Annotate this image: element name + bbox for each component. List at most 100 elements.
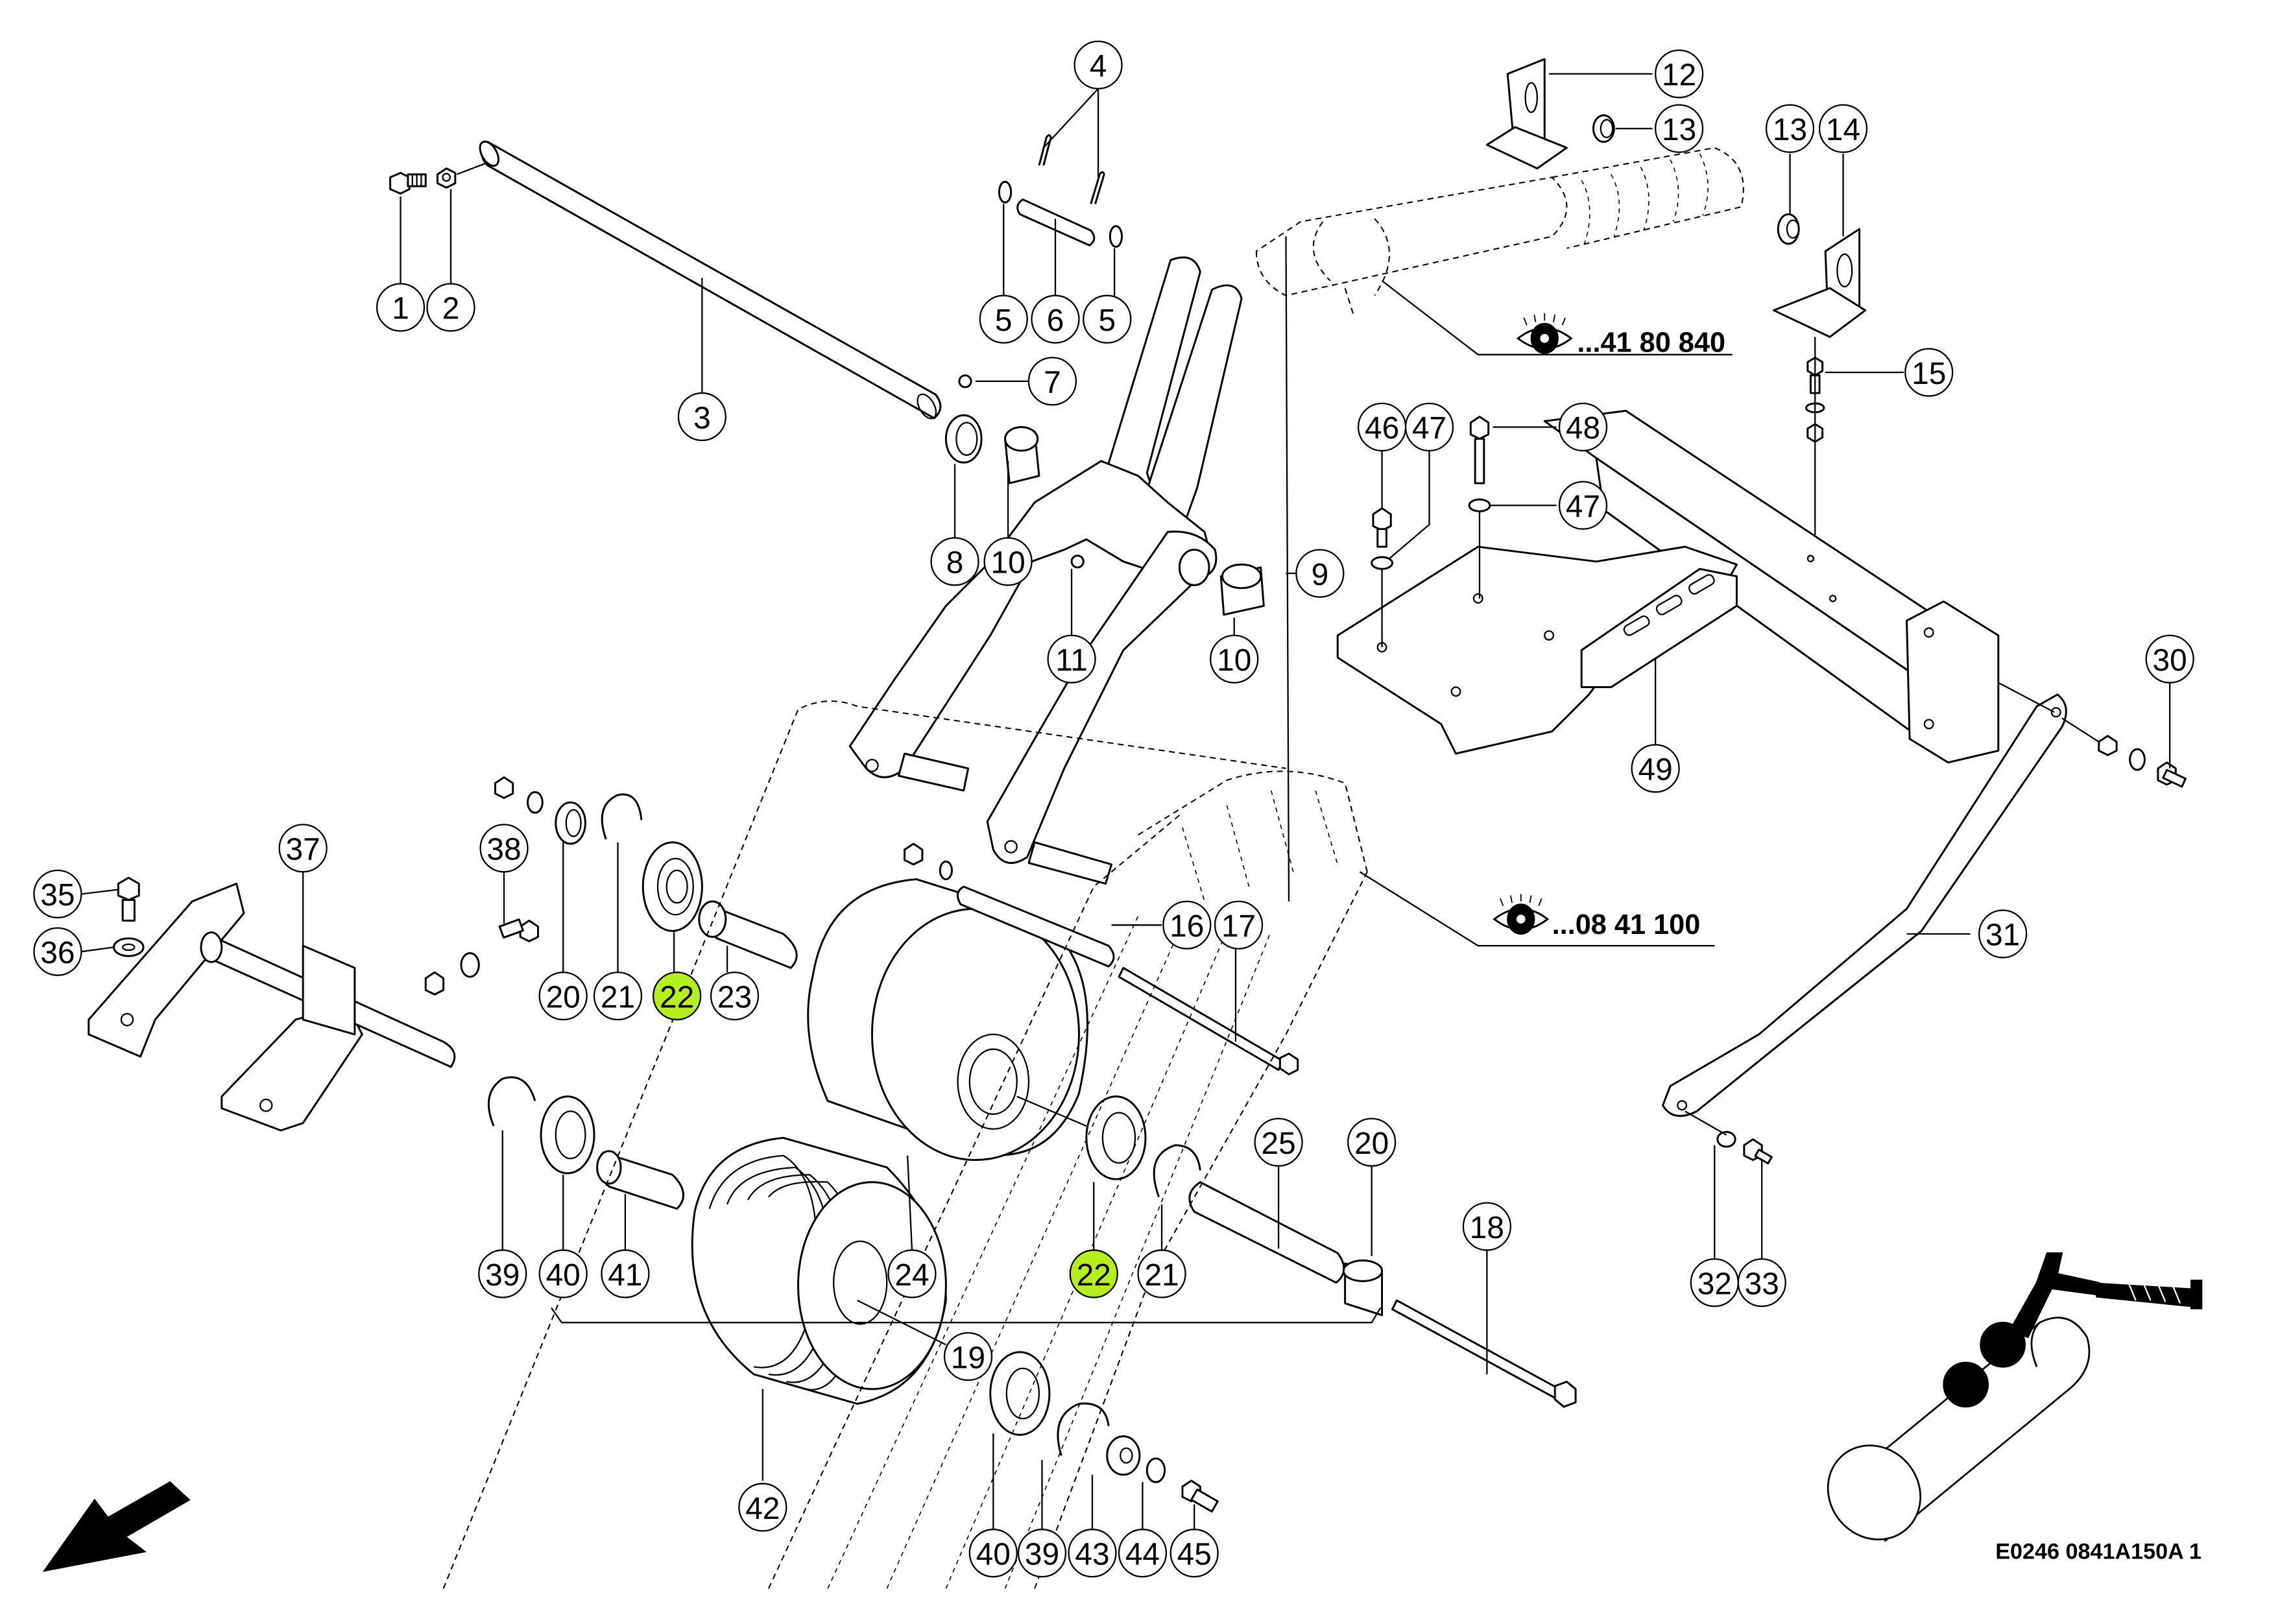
callout-6[interactable]: 6 — [1031, 294, 1080, 344]
callout-circle — [1069, 1249, 1118, 1298]
callout-21[interactable]: 21 — [593, 972, 643, 1021]
callout-45[interactable]: 45 — [1169, 1529, 1219, 1578]
callout-circle — [1904, 348, 1954, 397]
callout-label: 2 — [442, 292, 460, 326]
callout-9[interactable]: 9 — [1295, 549, 1345, 598]
callout-label: 6 — [1047, 304, 1064, 338]
shaft-part-3 — [479, 140, 942, 420]
washer-part-43 — [1106, 1435, 1141, 1476]
callout-44[interactable]: 44 — [1118, 1529, 1168, 1578]
callout-11[interactable]: 11 — [1047, 634, 1096, 684]
callout-40[interactable]: 40 — [538, 1249, 588, 1298]
callout-14[interactable]: 14 — [1818, 104, 1868, 153]
callout-30[interactable]: 30 — [2145, 634, 2194, 684]
washer-part-44 — [1146, 1457, 1166, 1483]
frame-part-49 — [1336, 409, 2000, 764]
callout-label: 19 — [951, 1341, 985, 1375]
callout-label: 9 — [1312, 558, 1329, 592]
callout-13[interactable]: 13 — [1765, 104, 1815, 153]
callout-36[interactable]: 36 — [33, 927, 82, 976]
callout-20[interactable]: 20 — [538, 972, 588, 1021]
callout-circle — [1118, 1529, 1168, 1578]
callout-5[interactable]: 5 — [1083, 294, 1132, 344]
callout-16[interactable]: 16 — [1162, 900, 1212, 949]
callout-13[interactable]: 13 — [1655, 104, 1704, 153]
callout-7[interactable]: 7 — [1027, 357, 1077, 406]
washer-part — [939, 860, 953, 881]
circlip-part-21a — [601, 793, 643, 840]
bolt-part-48 — [1469, 416, 1490, 484]
callout-10[interactable]: 10 — [1210, 634, 1259, 684]
callout-49[interactable]: 49 — [1631, 744, 1680, 793]
callout-circle — [479, 824, 529, 873]
lever-arm-part-9 — [848, 256, 1243, 885]
callout-label: 43 — [1075, 1537, 1109, 1571]
callout-33[interactable]: 33 — [1737, 1258, 1786, 1308]
callout-47[interactable]: 47 — [1404, 402, 1454, 452]
callout-20[interactable]: 20 — [1347, 1117, 1397, 1167]
callout-37[interactable]: 37 — [278, 824, 328, 873]
sleeve-part-25 — [1188, 1181, 1345, 1284]
callout-43[interactable]: 43 — [1068, 1529, 1117, 1578]
callout-31[interactable]: 31 — [1978, 909, 2028, 959]
washer-part-5a — [998, 180, 1013, 204]
callout-41[interactable]: 41 — [601, 1249, 650, 1298]
callout-24[interactable]: 24 — [887, 1249, 937, 1298]
callout-15[interactable]: 15 — [1904, 348, 1954, 397]
callout-39[interactable]: 39 — [478, 1249, 527, 1298]
callout-17[interactable]: 17 — [1214, 900, 1264, 949]
callout-4[interactable]: 4 — [1074, 40, 1123, 90]
callout-circle — [943, 1332, 993, 1381]
callout-circle — [1047, 634, 1096, 684]
callout-circle — [653, 972, 702, 1021]
grooved-pulley-part-42 — [691, 1136, 947, 1405]
callout-label: 22 — [1077, 1258, 1111, 1293]
callout-label: 10 — [1217, 643, 1251, 678]
callout-label: 48 — [1566, 411, 1600, 446]
callout-label: 39 — [1025, 1537, 1059, 1571]
callout-40[interactable]: 40 — [968, 1529, 1018, 1578]
callout-label: 13 — [1662, 113, 1696, 147]
bushing-part-13a — [1592, 114, 1615, 143]
bearing-part-40a — [540, 1095, 595, 1175]
washer-part — [527, 791, 544, 814]
callout-47[interactable]: 47 — [1558, 481, 1608, 530]
callout-circle — [1031, 294, 1080, 344]
callout-32[interactable]: 32 — [1690, 1258, 1739, 1308]
callout-label: 33 — [1745, 1267, 1779, 1301]
callout-circle — [968, 1529, 1018, 1578]
reference-08-41-100[interactable]: ...08 41 100 — [1493, 894, 1701, 940]
callout-circle — [979, 294, 1028, 344]
callout-39[interactable]: 39 — [1017, 1529, 1067, 1578]
callout-23[interactable]: 23 — [710, 972, 760, 1021]
callout-label: 20 — [1354, 1127, 1389, 1161]
callout-35[interactable]: 35 — [33, 869, 82, 919]
callout-label: 5 — [995, 304, 1013, 338]
callout-22[interactable]: 22 — [1069, 1249, 1118, 1298]
threaded-rod-part-17 — [1118, 966, 1299, 1075]
callout-label: 14 — [1826, 113, 1860, 147]
callout-label: 36 — [40, 936, 75, 970]
callout-19[interactable]: 19 — [943, 1332, 993, 1381]
callout-10[interactable]: 10 — [983, 537, 1033, 586]
callout-42[interactable]: 42 — [738, 1483, 787, 1532]
callout-18[interactable]: 18 — [1462, 1202, 1511, 1251]
callout-38[interactable]: 38 — [479, 824, 529, 873]
bracket-shaft-part-37 — [88, 883, 456, 1132]
callout-circle — [1162, 900, 1212, 949]
callout-5[interactable]: 5 — [979, 294, 1028, 344]
callout-48[interactable]: 48 — [1558, 402, 1608, 452]
callout-1[interactable]: 1 — [376, 283, 426, 332]
callout-25[interactable]: 25 — [1254, 1117, 1303, 1167]
callout-2[interactable]: 2 — [426, 283, 475, 332]
callout-label: 40 — [976, 1537, 1011, 1571]
callout-12[interactable]: 12 — [1655, 49, 1704, 99]
callout-22[interactable]: 22 — [653, 972, 702, 1021]
callout-21[interactable]: 21 — [1137, 1249, 1186, 1298]
callout-3[interactable]: 3 — [677, 392, 726, 442]
callout-8[interactable]: 8 — [930, 537, 979, 586]
callout-46[interactable]: 46 — [1357, 402, 1407, 452]
bearing-part-40b — [989, 1351, 1051, 1436]
callout-circle — [278, 824, 328, 873]
reference-41-80-840[interactable]: ...41 80 840 — [1516, 313, 1725, 358]
